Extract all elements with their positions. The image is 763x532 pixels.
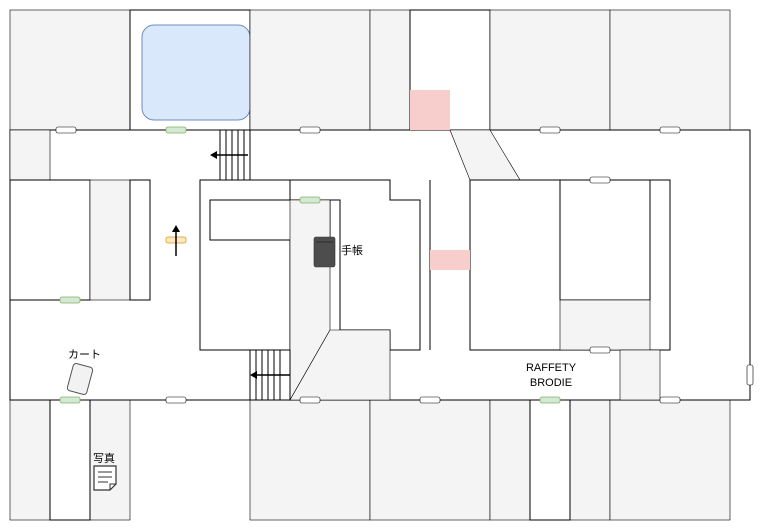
door-open[interactable] [299, 196, 321, 204]
door[interactable] [55, 126, 77, 134]
top-rooms [9, 9, 731, 131]
door[interactable] [746, 364, 754, 386]
photo-item[interactable]: 写真 [93, 451, 117, 491]
wall-block [619, 349, 661, 401]
door-open[interactable] [59, 396, 81, 404]
door[interactable] [589, 176, 611, 184]
npc-name-line2: BRODIE [530, 377, 572, 389]
middle-floor [9, 129, 751, 402]
room [609, 9, 731, 131]
wall-block [9, 129, 51, 181]
corridor-south [49, 399, 91, 521]
room [249, 399, 371, 521]
notebook-item[interactable]: 手帳 [313, 236, 363, 268]
cart-icon[interactable] [66, 363, 94, 395]
room-west [9, 179, 91, 301]
notebook-label: 手帳 [341, 243, 363, 257]
door-open[interactable] [165, 126, 187, 134]
room-east-inner [559, 179, 651, 301]
room [489, 9, 611, 131]
room [369, 9, 411, 131]
corridor-south [529, 399, 571, 521]
door[interactable] [299, 396, 321, 404]
room [369, 399, 491, 521]
door[interactable] [165, 396, 187, 404]
wall-block [559, 299, 651, 351]
room [9, 9, 131, 131]
notebook-icon[interactable] [313, 236, 336, 268]
blocked-passage [410, 90, 450, 130]
door[interactable] [589, 346, 611, 354]
door-open[interactable] [59, 296, 81, 304]
door[interactable] [299, 126, 321, 134]
cart-label: カート [68, 348, 101, 361]
door[interactable] [659, 396, 681, 404]
pool [141, 24, 251, 121]
npc-label: RAFFETY BRODIE [526, 362, 577, 389]
blocked-passage [430, 250, 470, 270]
room [609, 399, 731, 521]
bottom-rooms [9, 399, 731, 521]
door-open[interactable] [539, 396, 561, 404]
npc-name-line1: RAFFETY [526, 362, 577, 374]
left-arrow-icon [250, 371, 290, 379]
up-arrow-icon [172, 225, 180, 256]
cart-item[interactable]: カート [66, 348, 101, 395]
photo-label: 写真 [93, 451, 115, 465]
room [249, 9, 371, 131]
left-arrow-icon [210, 151, 248, 159]
wall-block [129, 179, 151, 301]
wall-block [89, 179, 131, 301]
door[interactable] [419, 396, 441, 404]
wall-block [289, 329, 391, 401]
door[interactable] [659, 126, 681, 134]
document-icon[interactable] [93, 465, 117, 491]
door[interactable] [539, 126, 561, 134]
